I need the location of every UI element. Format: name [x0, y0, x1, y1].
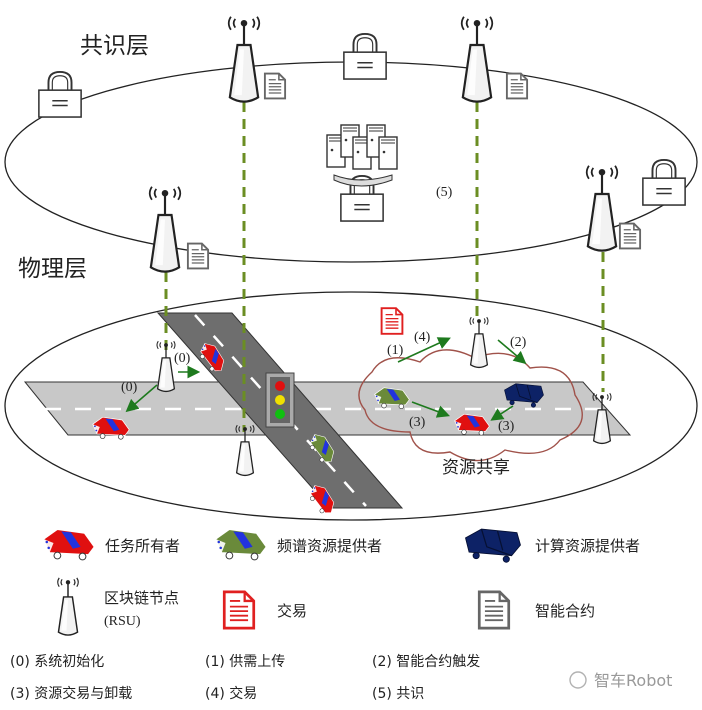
step-item: (2) 智能合约触发: [372, 654, 480, 670]
lock-icon: [37, 70, 83, 119]
legend-smart-contract: 智能合约: [535, 602, 595, 620]
traffic-light-icon: [265, 372, 295, 428]
lock-icon: [641, 158, 687, 207]
rsu-icon: [156, 340, 176, 393]
consensus-layer-label: 共识层: [80, 33, 149, 59]
physical-layer-ellipse: [4, 291, 698, 521]
resource-sharing-label: 资源共享: [442, 458, 510, 478]
lock-icon: [342, 32, 388, 81]
smart-contract-icon: [263, 72, 287, 100]
spectrum-provider-legend-icon: [215, 528, 267, 561]
step-item: (4) 交易: [205, 685, 257, 702]
compute-provider-legend-icon: [464, 528, 522, 563]
step-label-1: (1): [387, 343, 404, 358]
rsu-icon: [585, 164, 619, 252]
legend-spectrum-provider: 频谱资源提供者: [277, 537, 382, 555]
rsu-icon: [227, 15, 261, 103]
legend: 任务所有者 频谱资源提供者 计算资源提供者 区块链节点 (RSU) 交易 智能合…: [43, 528, 640, 636]
task-owner-legend-icon: [43, 528, 95, 561]
step-label-5: (5): [436, 185, 453, 200]
legend-transaction: 交易: [277, 602, 307, 620]
step-label-3: (3): [409, 415, 426, 430]
layer-links: [164, 102, 605, 432]
legend-task-owner: 任务所有者: [105, 537, 180, 555]
step-item: (1) 供需上传: [205, 654, 285, 670]
step-label-3: (3): [498, 419, 515, 434]
transaction-legend-icon: [222, 590, 256, 630]
rsu-icon: [460, 15, 494, 103]
physical-layer-label: 物理层: [18, 256, 87, 282]
transaction-icon: [380, 307, 404, 335]
step-label-0: (0): [121, 380, 138, 395]
step-item: (3) 资源交易与卸载: [10, 685, 132, 702]
smart-contract-icon: [618, 222, 642, 250]
watermark-text: 智车Robot: [594, 671, 672, 690]
blockchain-node-legend-icon: [56, 577, 80, 636]
smart-contract-legend-icon: [477, 590, 511, 630]
legend-rsu: (RSU): [104, 614, 141, 629]
wechat-icon: [569, 671, 587, 689]
step-list: (0) 系统初始化 (1) 供需上传 (2) 智能合约触发 (3) 资源交易与卸…: [10, 653, 480, 702]
step-label-0: (0): [174, 351, 191, 366]
rsu-icon: [469, 316, 489, 369]
step-label-4: (4): [414, 330, 431, 345]
watermark: 智车Robot: [569, 671, 672, 690]
step-item: (0) 系统初始化: [10, 653, 104, 670]
step-label-2: (2): [510, 335, 527, 350]
smart-contract-icon: [186, 242, 210, 270]
step-item: (5) 共识: [372, 686, 424, 702]
server-cluster-icon: [326, 124, 398, 187]
flow-arrows: [125, 337, 527, 421]
legend-compute-provider: 计算资源提供者: [535, 537, 640, 555]
legend-blockchain-node: 区块链节点: [104, 589, 179, 607]
smart-contract-icon: [505, 72, 529, 100]
resource-sharing-cloud: [358, 349, 583, 462]
rsu-icon: [148, 185, 182, 273]
